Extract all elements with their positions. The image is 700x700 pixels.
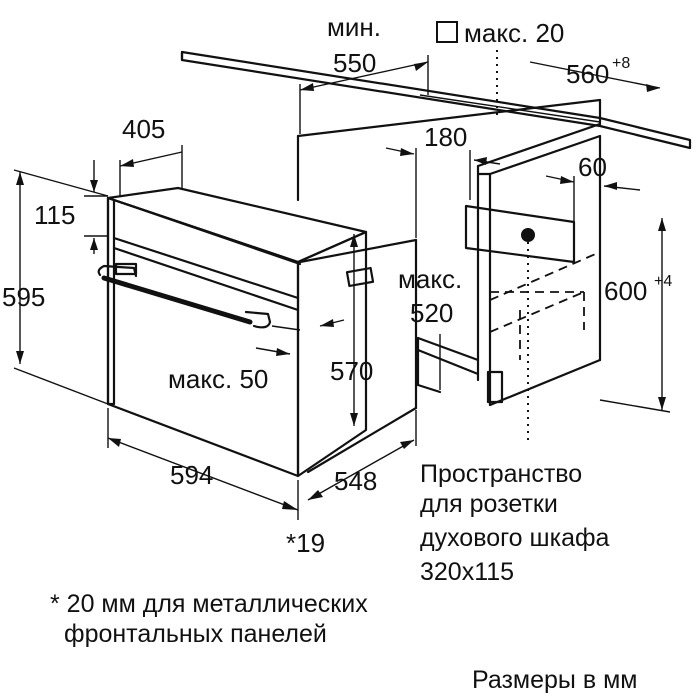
socket-area <box>464 50 576 440</box>
label-405: 405 <box>122 114 165 144</box>
label-570: 570 <box>330 356 373 386</box>
footnote-line-2: фронтальных панелей <box>64 620 327 648</box>
label-560: 560 <box>566 59 609 89</box>
socket-note-line-2: для розетки <box>420 490 558 518</box>
oven-body <box>97 186 418 478</box>
label-600: 600 <box>604 276 647 306</box>
footnote-line-1: * 20 мм для металлических <box>50 590 368 618</box>
label-180: 180 <box>424 122 467 152</box>
cabinet-niche <box>296 98 602 407</box>
label-min: мин. <box>327 12 381 42</box>
socket-note-line-1: Пространство <box>420 460 582 488</box>
label-595: 595 <box>2 282 45 312</box>
socket-note-line-4: 320x115 <box>420 558 514 586</box>
label-star19: *19 <box>286 528 325 558</box>
label-548: 548 <box>334 466 377 496</box>
footnote: * 20 мм для металлических фронтальных па… <box>50 590 368 648</box>
units-note: Размеры в мм <box>472 666 637 694</box>
socket-note-line-3: духового шкафа <box>420 524 610 552</box>
label-max50: макс. 50 <box>168 364 268 394</box>
label-max20: макс. 20 <box>464 18 564 48</box>
dimension-labels: мин. 550 макс. 20 560 +8 405 180 60 115 … <box>2 12 672 558</box>
label-60: 60 <box>578 152 607 182</box>
label-560-sup: +8 <box>612 55 630 72</box>
label-115: 115 <box>34 200 75 230</box>
label-600-sup: +4 <box>654 273 672 290</box>
square-symbol-icon <box>436 21 458 43</box>
label-max-word: макс. <box>398 264 462 294</box>
socket-note: Пространство для розетки духового шкафа … <box>420 460 610 586</box>
label-594: 594 <box>170 460 213 490</box>
label-520: 520 <box>410 298 453 328</box>
label-550: 550 <box>333 48 376 78</box>
dimension-lines <box>13 55 671 520</box>
